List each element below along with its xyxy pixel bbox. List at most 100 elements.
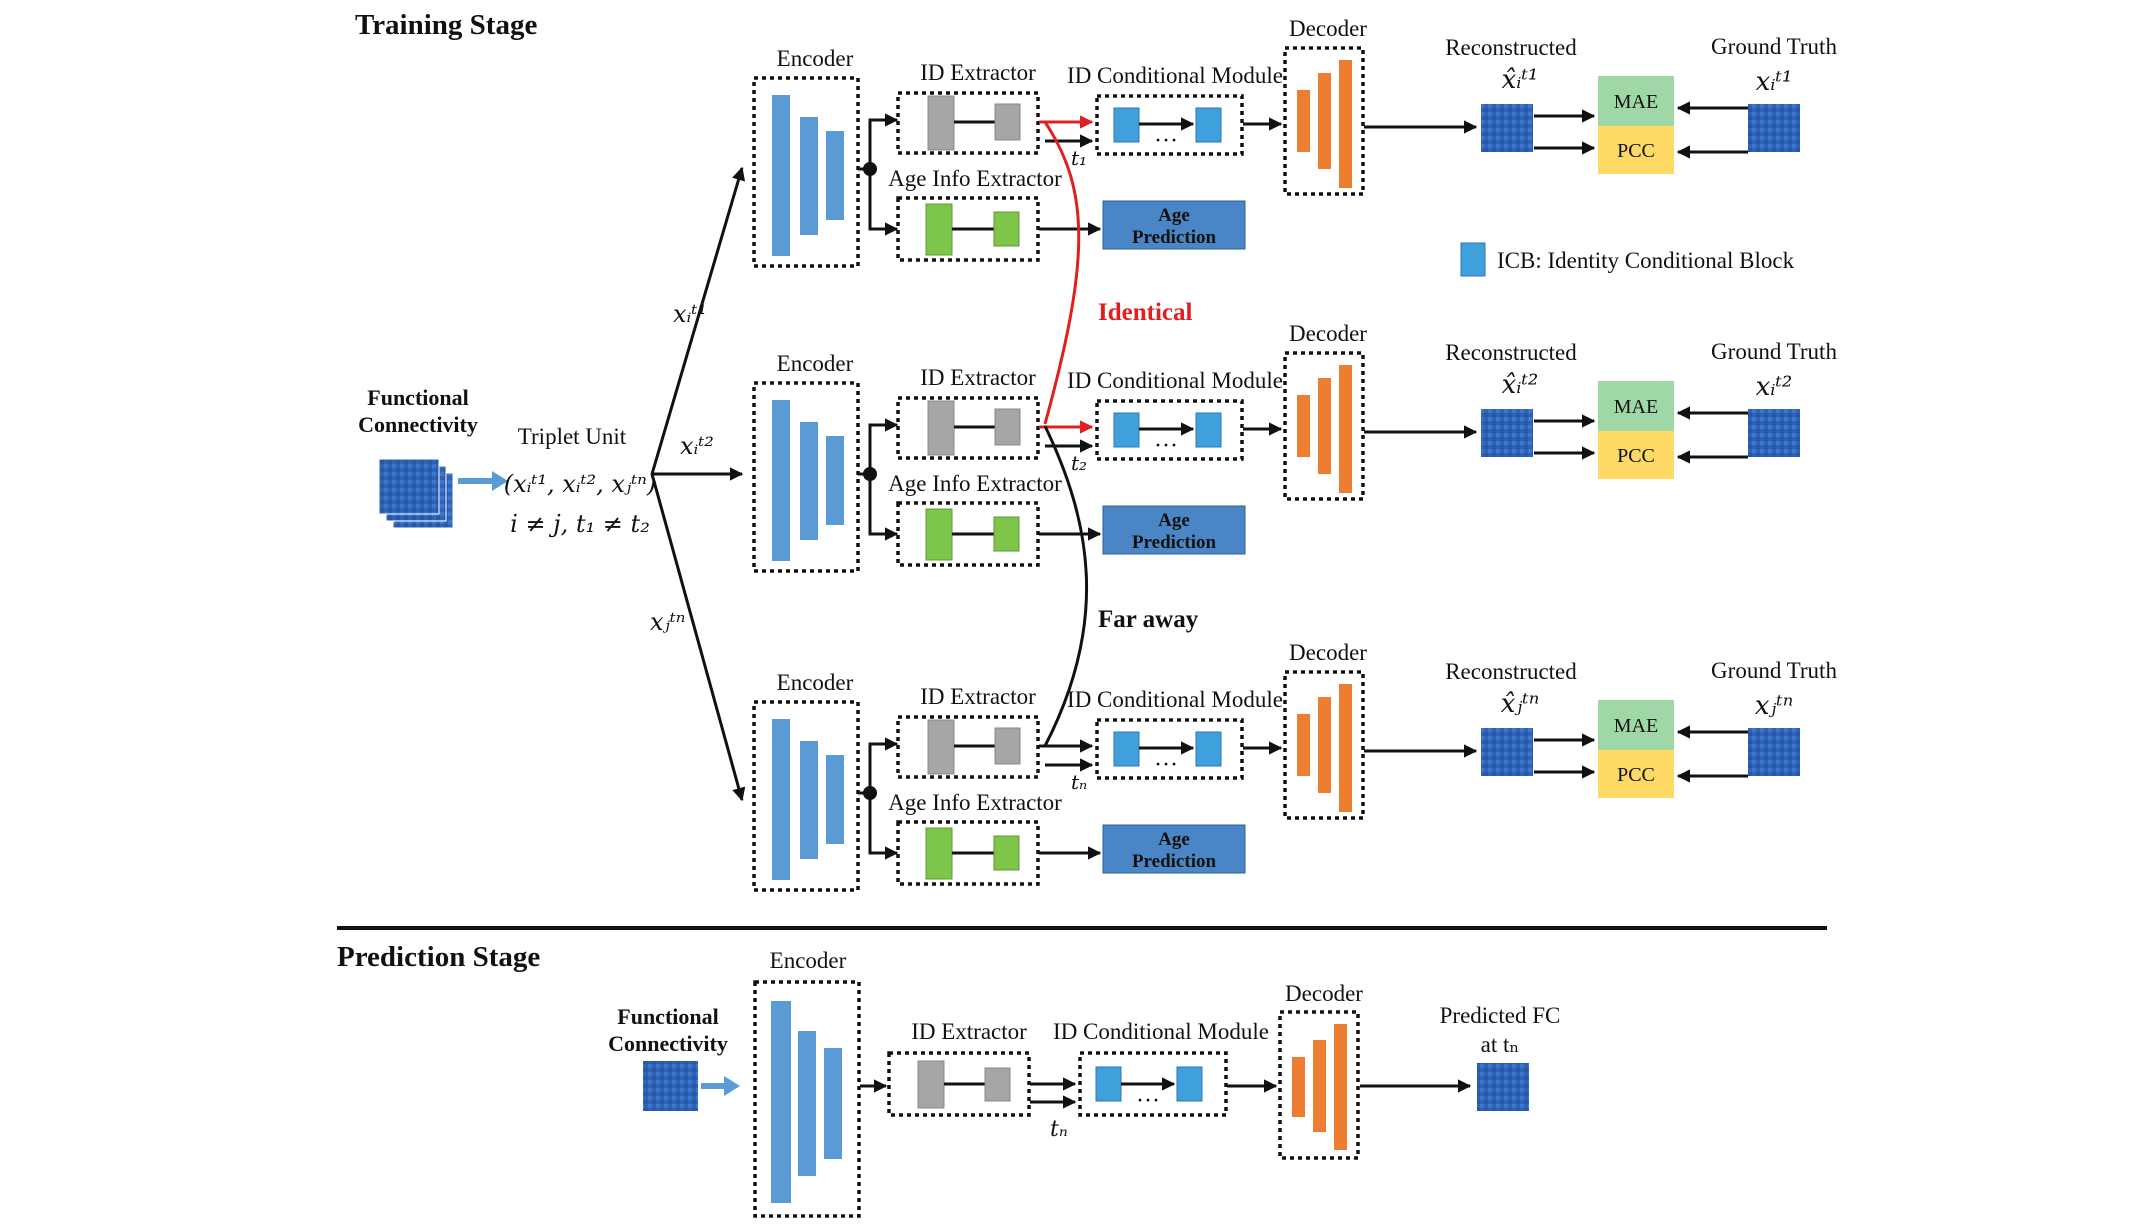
decoder-label: Decoder <box>1289 640 1367 665</box>
decoder-layer-1 <box>1297 90 1310 152</box>
prediction-id-block-2 <box>984 1067 1011 1102</box>
pcc-label: PCC <box>1617 764 1655 786</box>
prediction-decoder-layer-2 <box>1313 1040 1326 1132</box>
pcc-label: PCC <box>1617 445 1655 467</box>
pcc-box <box>1598 126 1674 174</box>
encoder-layer-3 <box>826 755 844 844</box>
mae-box <box>1598 381 1674 431</box>
prediction-encoder-layer-3 <box>824 1048 842 1159</box>
ground-truth-fc-matrix <box>1748 104 1800 152</box>
triplet-label: Triplet Unit <box>518 424 627 449</box>
mae-box <box>1598 76 1674 126</box>
age-extractor-label: Age Info Extractor <box>888 166 1062 191</box>
predicted-fc-matrix <box>1477 1063 1529 1111</box>
encoder-layer-3 <box>826 131 844 220</box>
prediction-decoder-layer-1 <box>1292 1057 1305 1117</box>
prediction-icb-ellipsis: ··· <box>1136 1088 1160 1114</box>
age-prediction-line2: Prediction <box>1132 532 1217 553</box>
prediction-input-line2: Connectivity <box>608 1031 728 1056</box>
far-away-label: Far away <box>1098 606 1199 633</box>
prediction-decoder-layer-3 <box>1334 1024 1347 1150</box>
prediction-id-extractor-label: ID Extractor <box>911 1019 1027 1044</box>
encoder-label: Encoder <box>777 351 854 376</box>
input-label-line2: Connectivity <box>358 412 478 437</box>
encoder-label: Encoder <box>777 670 854 695</box>
age-extractor-box <box>896 196 1040 262</box>
icm-label: ID Conditional Module <box>1067 368 1283 393</box>
prediction-icb-2 <box>1176 1066 1203 1102</box>
reconstructed-fc-matrix <box>1481 104 1533 152</box>
mae-box <box>1598 700 1674 750</box>
to-age-extractor-arrow <box>868 474 899 541</box>
icm-box <box>1095 94 1244 156</box>
id-block-2 <box>994 408 1021 446</box>
id-block-2 <box>994 727 1021 765</box>
prediction-input-fc <box>643 1061 698 1111</box>
prediction-input-arrow-head <box>724 1076 740 1096</box>
to-age-extractor-arrow <box>868 793 899 860</box>
decoder-layer-1 <box>1297 395 1310 457</box>
input-label-line1: Functional <box>367 385 468 410</box>
prediction-id-extractor-box <box>887 1051 1031 1117</box>
reconstructed-fc-matrix <box>1481 409 1533 457</box>
icm-box <box>1095 399 1244 461</box>
input-fc-matrix <box>378 458 454 529</box>
encoder-layer-1 <box>772 400 790 561</box>
prediction-encoder-layer-2 <box>798 1031 816 1176</box>
encoder-layer-2 <box>800 117 818 235</box>
age-prediction-box <box>1102 505 1246 555</box>
encoder-layer-1 <box>772 95 790 256</box>
decoder-layer-2 <box>1318 378 1331 474</box>
age-block-1 <box>925 827 953 880</box>
id-extractor-box <box>896 396 1040 460</box>
mae-label: MAE <box>1614 715 1658 737</box>
to-id-extractor-arrow <box>868 737 899 793</box>
id-extractor-box <box>896 715 1040 779</box>
mae-label: MAE <box>1614 396 1658 418</box>
encoder-label: Encoder <box>777 46 854 71</box>
age-prediction-line1: Age <box>1158 510 1190 531</box>
icb-1 <box>1113 731 1140 767</box>
icb-2 <box>1195 107 1222 143</box>
reconstructed-symbol: x̂ᵢᵗ¹ <box>1502 65 1539 95</box>
reconstructed-symbol: x̂ᵢᵗ² <box>1502 370 1539 400</box>
id-extractor-box <box>896 91 1040 155</box>
icb-2 <box>1195 412 1222 448</box>
prediction-id-block-1 <box>917 1060 945 1109</box>
pcc-label: PCC <box>1617 140 1655 162</box>
reconstructed-fc-matrix <box>1481 728 1533 776</box>
time-label: t₂ <box>1071 451 1087 475</box>
icm-label: ID Conditional Module <box>1067 63 1283 88</box>
to-id-extractor-arrow <box>868 113 899 169</box>
decoder-layer-3 <box>1339 365 1352 493</box>
decoder-layer-2 <box>1318 697 1331 793</box>
encoder-box <box>752 381 860 573</box>
prediction-stage-title: Prediction Stage <box>337 941 540 973</box>
age-prediction-line1: Age <box>1158 205 1190 226</box>
prediction-icm-label: ID Conditional Module <box>1053 1019 1269 1044</box>
id-extractor-label: ID Extractor <box>920 365 1036 390</box>
id-block-1 <box>927 400 955 456</box>
branch-arrow-1 <box>650 166 746 475</box>
id-block-2 <box>994 103 1021 141</box>
predicted-fc-label-line1: Predicted FC <box>1440 1003 1561 1028</box>
encoder-layer-1 <box>772 719 790 880</box>
id-extractor-label: ID Extractor <box>920 60 1036 85</box>
decoder-layer-3 <box>1339 684 1352 812</box>
id-block-1 <box>927 95 955 151</box>
icb-1 <box>1113 107 1140 143</box>
age-extractor-label: Age Info Extractor <box>888 471 1062 496</box>
ground-truth-label: Ground Truth <box>1711 658 1837 683</box>
mae-label: MAE <box>1614 91 1658 113</box>
icb-ellipsis: ··· <box>1154 752 1178 778</box>
id-extractor-label: ID Extractor <box>920 684 1036 709</box>
age-extractor-box <box>896 501 1040 567</box>
encoder-box <box>752 700 860 892</box>
age-block-1 <box>925 508 953 561</box>
decoder-layer-3 <box>1339 60 1352 188</box>
pcc-box <box>1598 431 1674 479</box>
age-extractor-label: Age Info Extractor <box>888 790 1062 815</box>
